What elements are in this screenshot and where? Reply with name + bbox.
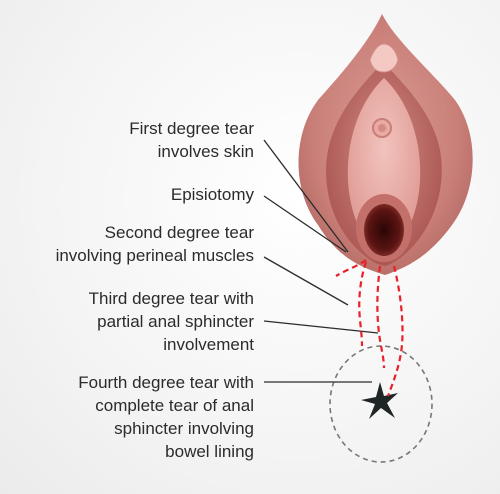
label-fourth-degree-line3: sphincter involving [114,419,254,438]
urethra-opening [378,124,386,132]
label-second-degree-line1: Second degree tear [104,223,254,242]
vaginal-opening [364,204,404,256]
label-third-degree-line2: partial anal sphincter [97,312,254,331]
label-fourth-degree-line4: bowel lining [165,442,254,461]
label-fourth-degree: Fourth degree tear with complete tear of… [78,371,254,463]
leader-second-degree [263,256,349,306]
tear-first-degree [358,261,368,347]
leader-first-degree [263,139,349,253]
label-second-degree: Second degree tear involving perineal mu… [56,221,254,267]
label-episiotomy: Episiotomy [171,183,254,206]
leader-third-degree [263,320,379,334]
anus-icon [361,382,398,419]
tear-third-fourth-degree [386,265,404,397]
label-episiotomy-line1: Episiotomy [170,185,254,204]
label-third-degree: Third degree tear with partial anal sphi… [89,287,254,356]
clitoral-hood [369,43,399,73]
label-second-degree-line2: involving perineal muscles [55,246,254,265]
label-first-degree-line1: First degree tear [129,119,254,138]
tear-second-degree [376,265,386,369]
label-first-degree: First degree tear involves skin [129,117,254,163]
label-fourth-degree-line1: Fourth degree tear with [78,373,254,392]
label-first-degree-line2: involves skin [157,142,254,161]
label-fourth-degree-line2: complete tear of anal [95,396,254,415]
label-third-degree-line3: involvement [163,335,254,354]
leader-episiotomy [263,195,347,253]
label-third-degree-line1: Third degree tear with [88,289,254,308]
tear-episiotomy [335,259,367,277]
